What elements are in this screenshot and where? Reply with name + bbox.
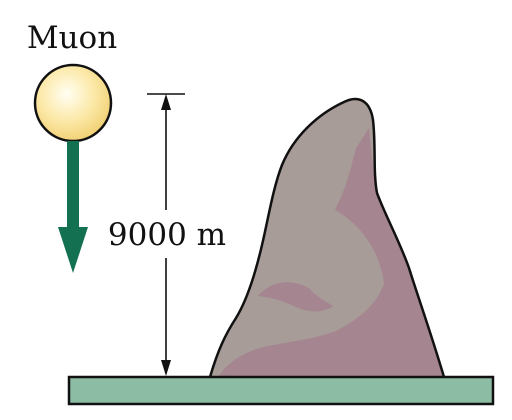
ground	[67, 375, 495, 406]
mountain	[208, 97, 446, 378]
distance-label: 9000 m	[108, 217, 226, 253]
muon-label: Muon	[27, 20, 117, 56]
muon-direction-arrow	[58, 141, 88, 273]
height-dimension	[147, 93, 185, 376]
muon-particle	[33, 63, 113, 143]
